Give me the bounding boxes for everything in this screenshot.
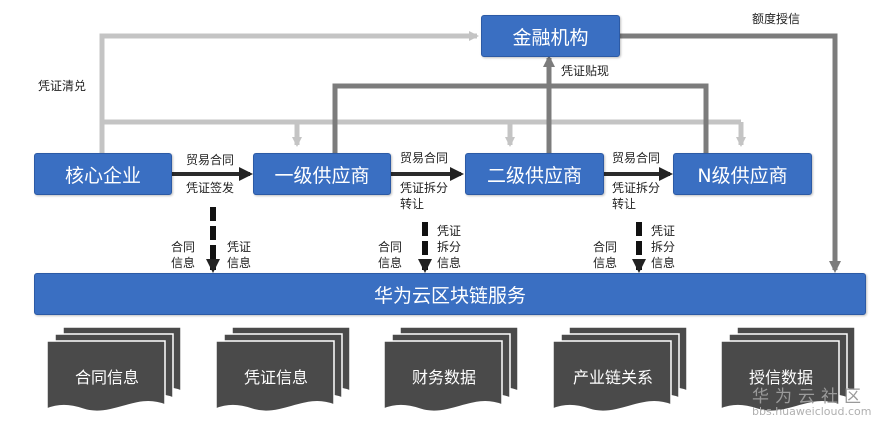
label-trade-contract-3: 贸易合同 [612,151,661,165]
label-g2-contract-info: 信息 [378,256,403,270]
edge-suppliers-discount-line [332,83,709,153]
tier2-supplier-node[interactable]: 二级供应商 [465,153,604,195]
label-transfer-2: 转让 [400,197,425,211]
tier1-supplier-node[interactable]: 一级供应商 [253,153,391,195]
doc-sheet-industry-chain-3 [552,340,672,413]
data-store-industry-chain-label: 产业链关系 [572,368,653,387]
doc-sheet-voucher-3 [215,340,335,413]
data-store-stack [46,326,856,413]
label-g2-voucher: 凭证 [437,224,462,238]
label-voucher-redeem: 凭证清兑 [38,79,87,93]
label-transfer-3: 转让 [612,197,637,211]
label-g2-voucher-info: 信息 [437,256,462,270]
watermark-brand: 华为云社区 [752,387,867,407]
doc-sheet-contract-3 [46,340,166,413]
label-voucher-discount: 凭证贴现 [561,64,610,78]
label-g3-contract-info: 信息 [593,256,618,270]
edge-core-to-finance [99,31,479,153]
label-trade-contract-2: 贸易合同 [400,151,449,165]
edge-finance-credit [620,33,841,273]
label-credit: 额度授信 [752,12,801,26]
label-trade-contract-1: 贸易合同 [186,153,235,167]
blockchain-service-bar[interactable]: 华为云区块链服务 [34,273,866,315]
data-store-voucher-label: 凭证信息 [243,368,308,387]
label-g1-voucher: 凭证 [227,240,252,254]
label-voucher-split-2: 凭证拆分 [400,181,449,195]
doc-sheet-credit-3 [720,340,840,413]
data-store-contract-label: 合同信息 [74,368,139,387]
core-enterprise-node[interactable]: 核心企业 [34,153,172,195]
label-g3-voucher-info: 信息 [651,256,676,270]
doc-sheet-finance-3 [383,340,503,413]
label-voucher-issue: 凭证签发 [186,181,235,195]
label-g2-contract: 合同 [378,240,403,254]
label-g2-voucher-split: 拆分 [437,240,462,254]
label-voucher-split-3: 凭证拆分 [612,181,661,195]
label-g1-voucher-info: 信息 [227,256,252,270]
finance-institution-node[interactable]: 金融机构 [481,15,620,57]
label-g3-voucher: 凭证 [651,224,676,238]
data-store-finance-label: 财务数据 [411,368,476,387]
watermark-url: bbs.huaweicloud.com [752,405,872,418]
label-g3-contract: 合同 [593,240,618,254]
label-g1-contract: 合同 [171,240,196,254]
tierN-supplier-node[interactable]: N级供应商 [673,153,812,195]
data-store-credit-label: 授信数据 [748,368,813,387]
label-g3-voucher-split: 拆分 [651,240,676,254]
label-g1-contract-info: 信息 [171,256,196,270]
